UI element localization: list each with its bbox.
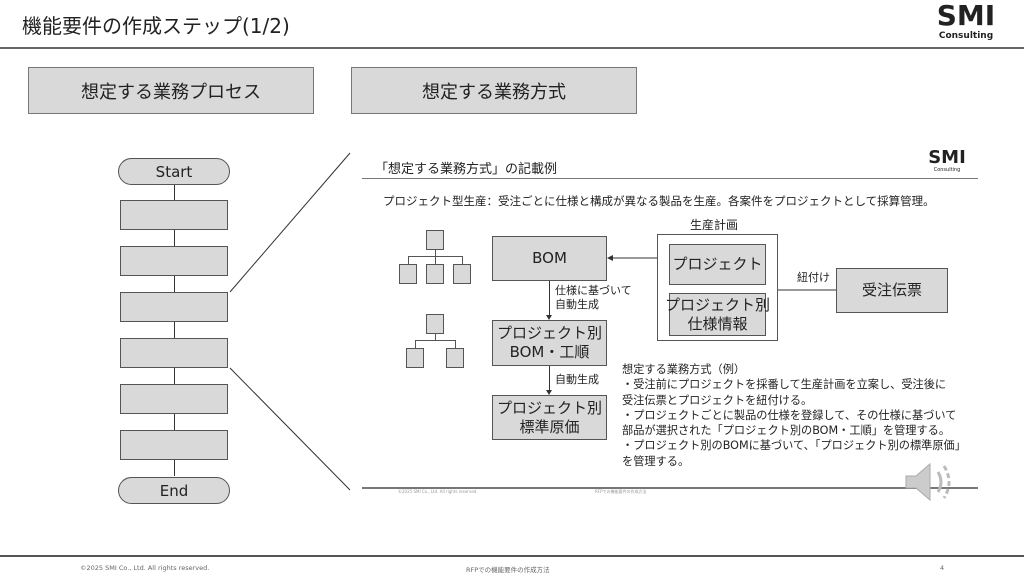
link-label: 紐付け [797, 271, 830, 284]
order-box: 受注伝票 [836, 268, 948, 313]
example-footer-divider [362, 487, 978, 489]
example-footer-title: RFPでの機能要件の作成方法 [595, 489, 647, 494]
tree-icon [398, 230, 478, 286]
bom-box: BOM [492, 236, 607, 281]
flow-end: End [118, 477, 230, 504]
section-process: 想定する業務プロセス [28, 67, 314, 114]
tree-icon [398, 314, 478, 370]
flow-step [120, 338, 228, 368]
smi-logo: SMI Consulting [936, 0, 996, 41]
gen1-label: 仕様に基づいて 自動生成 [555, 284, 632, 311]
speaker-icon[interactable] [902, 460, 958, 504]
example-divider [362, 178, 978, 179]
plan-frame [657, 234, 778, 341]
flow-start: Start [118, 158, 230, 185]
example-title: 「想定する業務方式」の記載例 [375, 162, 558, 177]
header-divider [0, 47, 1024, 49]
flow-step [120, 430, 228, 460]
page-number: 4 [940, 564, 945, 572]
footer-copyright: ©2025 SMI Co., Ltd. All rights reserved. [80, 564, 210, 572]
flow-step [120, 200, 228, 230]
example-logo: SMI Consulting [925, 148, 969, 173]
footer-title: RFPでの機能要件の作成方法 [466, 566, 550, 574]
project-spec-box: プロジェクト別 仕様情報 [665, 293, 770, 336]
gen2-label: 自動生成 [555, 373, 599, 386]
example-notes: 想定する業務方式（例） ・受注前にプロジェクトを採番して生産計画を立案し、受注後… [622, 363, 966, 468]
plan-label: 生産計画 [690, 218, 739, 232]
flow-step [120, 384, 228, 414]
footer-divider [0, 555, 1024, 557]
flow-step [120, 246, 228, 276]
logo-sub: Consulting [938, 31, 994, 41]
logo-main: SMI [936, 0, 996, 32]
logo-sub: Consulting [933, 167, 961, 173]
project-box: プロジェクト [669, 244, 766, 285]
page-title: 機能要件の作成ステップ(1/2) [22, 14, 290, 38]
section-method: 想定する業務方式 [351, 67, 637, 114]
example-footer-copy: ©2025 SMI Co., Ltd. All rights reserved. [398, 489, 478, 494]
project-cost-box: プロジェクト別 標準原価 [492, 395, 607, 440]
logo-main: SMI [928, 147, 966, 168]
project-bom-box: プロジェクト別 BOM・工順 [492, 320, 607, 366]
flow-step [120, 292, 228, 322]
example-description: プロジェクト型生産：受注ごとに仕様と構成が異なる製品を生産。各案件をプロジェクト… [383, 194, 935, 208]
